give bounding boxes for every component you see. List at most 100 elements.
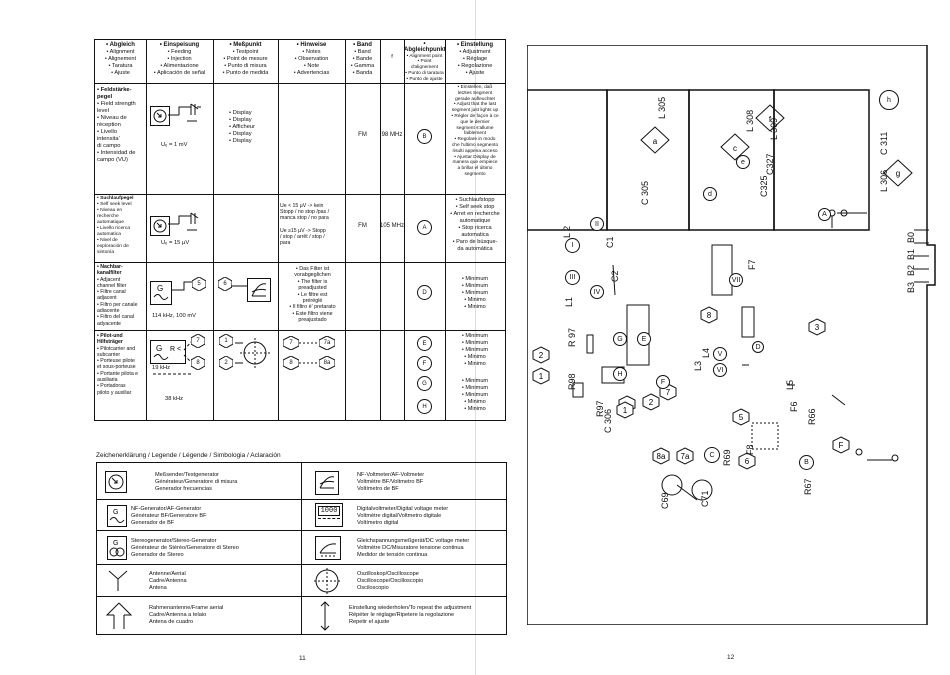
oscilloscope-icon xyxy=(235,338,270,368)
feed-pin-8: 8 xyxy=(191,356,205,370)
note-pin-8a: 8a xyxy=(319,356,335,370)
label-C1: C1 xyxy=(605,236,615,248)
signal-generator-icon xyxy=(150,216,170,236)
point-E: E xyxy=(417,336,432,351)
page-number-right: 12 xyxy=(727,654,735,661)
repeat-adjustment-icon xyxy=(320,601,330,631)
test-pin-2: 2 xyxy=(219,356,233,370)
af-generator-icon: G xyxy=(150,281,172,305)
label-R66: R66 xyxy=(807,408,817,425)
feed-connection-row3 xyxy=(171,281,192,291)
pin-IV: IV xyxy=(590,285,604,299)
row4-adjustment-a: • Minimum• Minimum• Minimum• Minimo• Min… xyxy=(461,333,489,367)
test-pin-1: 1 xyxy=(219,334,233,348)
note-connections-row4 xyxy=(299,342,319,364)
svg-text:a: a xyxy=(653,137,658,146)
row2-feeding: Uₑ = 15 µV xyxy=(161,240,190,246)
svg-text:2: 2 xyxy=(649,398,654,407)
header-testpoint: • Meßpunkt• Testpoint• Point de mesure• … xyxy=(222,42,269,76)
row1-feeding: Uₑ = 1 mV xyxy=(161,142,188,148)
row4-adjustment-b: • Minimum• Minimum• Minimum• Minimo• Min… xyxy=(461,378,489,412)
label-R98: R98 xyxy=(567,373,577,390)
pin-II: II xyxy=(590,217,604,231)
page-divider xyxy=(475,0,476,675)
pin-E: E xyxy=(637,332,651,346)
digital-voltmeter-icon: 1000 xyxy=(315,503,343,527)
alignment-table: • Abgleich• Alignment• Alignement• Tarat… xyxy=(94,39,506,421)
point-B: B xyxy=(417,129,432,144)
feed-pin-5: 5 xyxy=(192,277,206,291)
feed-connection-row1 xyxy=(168,103,201,122)
label-L306: L 306 xyxy=(879,169,889,192)
point-H: H xyxy=(417,399,432,414)
row3-adjustment: • Minimum• Minimum• Minimum• Minimo• Min… xyxy=(461,276,489,310)
header-adjustment: • Einstellung• Adjustment• Réglage• Rego… xyxy=(456,42,494,76)
pin-e: e xyxy=(736,155,750,169)
svg-text:g: g xyxy=(896,169,900,178)
legend-dc-voltmeter: Gleichspannungsmeßgerät/DC voltage meter… xyxy=(357,538,470,558)
row2-alignment: • Suchlaufpegel• Self seek level• Niveau… xyxy=(97,196,134,255)
digital-display: 1000 xyxy=(318,506,340,516)
header-frequency: f xyxy=(391,54,393,60)
label-C325: C325 xyxy=(759,175,769,197)
svg-text:6: 6 xyxy=(745,457,750,466)
label-L2: L 2 xyxy=(562,225,572,238)
pin-III: III xyxy=(565,270,580,285)
svg-text:c: c xyxy=(733,144,737,153)
svg-text:7a: 7a xyxy=(681,452,690,461)
label-C2: C2 xyxy=(610,270,620,282)
frame-aerial-icon xyxy=(105,602,133,629)
label-C305: C 305 xyxy=(640,180,650,205)
pin-VII: VII xyxy=(729,273,743,287)
pin-VI: VI xyxy=(713,363,727,377)
svg-text:1: 1 xyxy=(623,406,628,415)
signal-generator-icon xyxy=(150,106,170,126)
point-G: G xyxy=(417,376,432,391)
svg-text:8: 8 xyxy=(707,311,712,320)
row2-adjustment: • Suchlaufstopp• Self seek stop• Arret e… xyxy=(450,197,500,252)
row1-testpoint: • Display• Display• Afficheur• Display• … xyxy=(229,110,256,144)
header-band: • Band• Band• Bande• Gamma• Banda xyxy=(350,42,375,76)
label-L4: L4 xyxy=(701,347,711,358)
row2-frequency: 105 MHz xyxy=(380,223,405,229)
label-R67: R67 xyxy=(803,478,813,495)
svg-text:1: 1 xyxy=(539,372,544,381)
svg-text:7: 7 xyxy=(666,388,671,397)
svg-text:F: F xyxy=(839,441,844,450)
label-L1: L1 xyxy=(564,296,574,307)
label-B2: B2 xyxy=(906,264,916,276)
pin-F: F xyxy=(656,375,670,389)
test-connection-row3 xyxy=(231,285,247,287)
svg-text:G: G xyxy=(157,284,163,293)
af-voltmeter-icon xyxy=(315,471,339,495)
row4-feeding-38khz: 38 kHz xyxy=(165,396,184,402)
svg-text:3: 3 xyxy=(815,323,820,332)
svg-text:5: 5 xyxy=(739,413,744,422)
row2-band: FM xyxy=(358,223,367,229)
dc-voltmeter-icon xyxy=(315,536,341,560)
point-F: F xyxy=(417,356,432,371)
af-voltmeter-icon xyxy=(247,278,271,302)
header-notes: • Hinweise• Notes• Observation• Note• Ad… xyxy=(293,42,330,76)
row1-band: FM xyxy=(358,132,367,138)
label-C311: C 311 xyxy=(879,131,889,155)
pin-A: A xyxy=(818,208,831,221)
point-D: D xyxy=(417,285,432,300)
page-number-left: 11 xyxy=(299,655,306,662)
svg-text:R <: R < xyxy=(170,346,181,353)
svg-text:G: G xyxy=(113,509,118,516)
legend-repeat-adjustment: Einstellung wiederholen/To repeat the ad… xyxy=(349,605,472,625)
label-L5: L5 xyxy=(785,379,795,390)
label-F6: F6 xyxy=(789,401,799,412)
pin-V: V xyxy=(713,347,727,361)
